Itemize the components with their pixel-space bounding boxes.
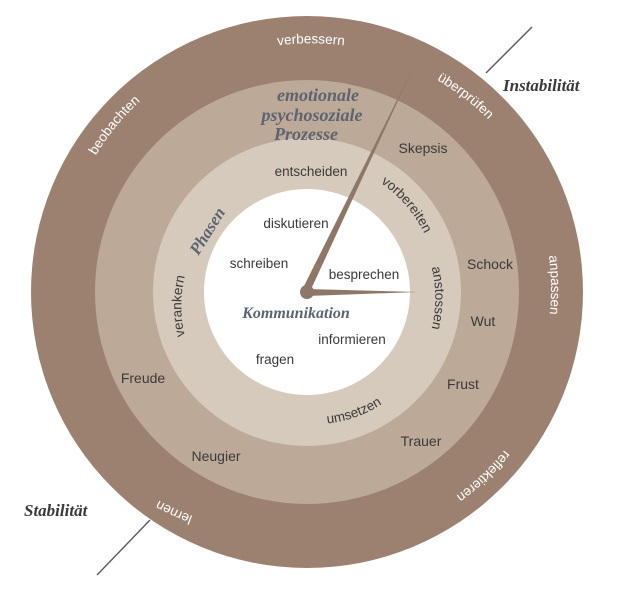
middle-label-frust: Frust [447, 376, 479, 392]
middle-label-wut: Wut [471, 313, 496, 329]
outer-label-verbessern: verbessern [276, 31, 345, 48]
middle-label-trauer: Trauer [401, 433, 442, 449]
clock-hand-long [304, 66, 414, 298]
middle-ring-title-line-2: psychosoziale [260, 105, 363, 125]
middle-ring-title-line-1: emotionale [277, 85, 359, 105]
center-label-schreiben: schreiben [230, 256, 289, 271]
clock-pivot [300, 285, 314, 299]
inner-label-entscheiden: entscheiden [275, 164, 348, 179]
middle-label-schock: Schock [467, 256, 514, 272]
clock-hand-short [300, 289, 418, 296]
center-title: Kommunikation [241, 305, 350, 322]
center-label-besprechen: besprechen [329, 267, 400, 282]
center-label-informieren: informieren [318, 332, 386, 347]
stability-label: Stabilität [24, 501, 89, 520]
center-label-diskutieren: diskutieren [263, 216, 328, 231]
instability-line [485, 26, 533, 74]
inner-label-verankern: verankern [169, 274, 187, 339]
outer-label-anpassen: anpassen [546, 254, 563, 315]
center-label-fragen: fragen [256, 352, 294, 367]
inner-label-anstossen: anstossen [429, 265, 448, 331]
middle-label-freude: Freude [121, 370, 166, 386]
middle-ring-title-line-3: Prozesse [273, 124, 338, 144]
middle-label-skepsis: Skepsis [398, 140, 447, 156]
stability-line [96, 519, 151, 576]
instability-label: Instabilität [502, 76, 581, 95]
middle-label-neugier: Neugier [191, 448, 240, 464]
